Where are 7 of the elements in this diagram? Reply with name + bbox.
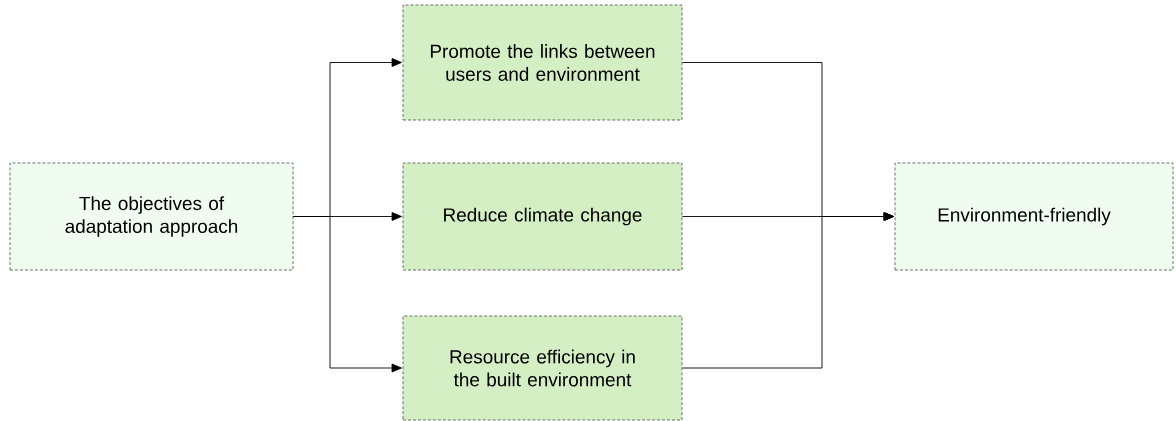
process-box: Resource efficiency in the built environment — [402, 315, 683, 421]
process-box: The objectives of adaptation approach — [9, 162, 294, 271]
arrow — [681, 212, 894, 369]
process-box: Reduce climate change — [402, 162, 683, 271]
arrow — [292, 216, 402, 373]
process-box: Environment-friendly — [894, 162, 1174, 271]
process-box: Promote the links between users and environment — [402, 4, 683, 121]
